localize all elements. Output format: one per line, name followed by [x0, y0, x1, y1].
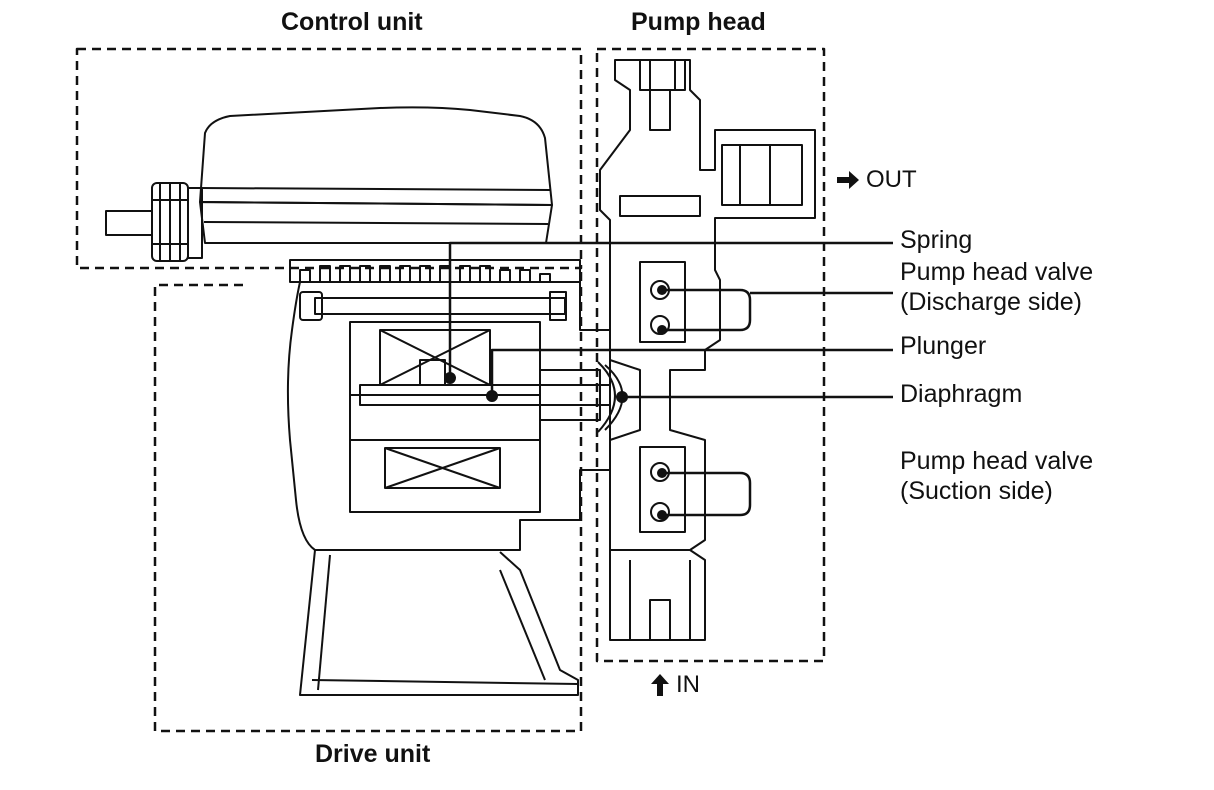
discharge-valve-leader — [662, 288, 893, 332]
suction-valve-label-line2: (Suction side) — [900, 477, 1053, 505]
control-unit-body — [105, 106, 553, 262]
drive-fins — [289, 259, 581, 283]
out-port-text: OUT — [866, 166, 917, 193]
drive-unit-box — [153, 270, 583, 733]
leader-lines — [448, 241, 893, 517]
plunger-leader — [490, 348, 893, 396]
discharge-valve-label-line1: Pump head valve — [900, 258, 1094, 286]
drive-housing — [286, 281, 611, 696]
discharge-valve-label-line2: (Discharge side) — [900, 288, 1083, 316]
in-port-text: IN — [676, 671, 700, 698]
spring-label: Spring — [900, 226, 973, 254]
arrow-right-icon — [837, 171, 859, 189]
suction-valve-label-line1: Pump head valve — [900, 447, 1094, 475]
out-port-label: OUT — [836, 166, 917, 194]
section-boxes — [75, 47, 826, 733]
drive-unit-title: Drive unit — [315, 740, 431, 768]
diaphragm-label: Diaphragm — [900, 380, 1023, 408]
arrow-up-icon — [651, 674, 669, 696]
plunger-label: Plunger — [900, 332, 987, 360]
pump-head-box — [595, 47, 826, 663]
control-unit-title: Control unit — [281, 8, 423, 36]
spring-leader — [448, 241, 893, 378]
in-port-label: IN — [650, 671, 700, 699]
suction-valve-leader — [662, 471, 752, 517]
pump-head-title: Pump head — [631, 8, 766, 36]
pump-head-body — [599, 59, 816, 641]
